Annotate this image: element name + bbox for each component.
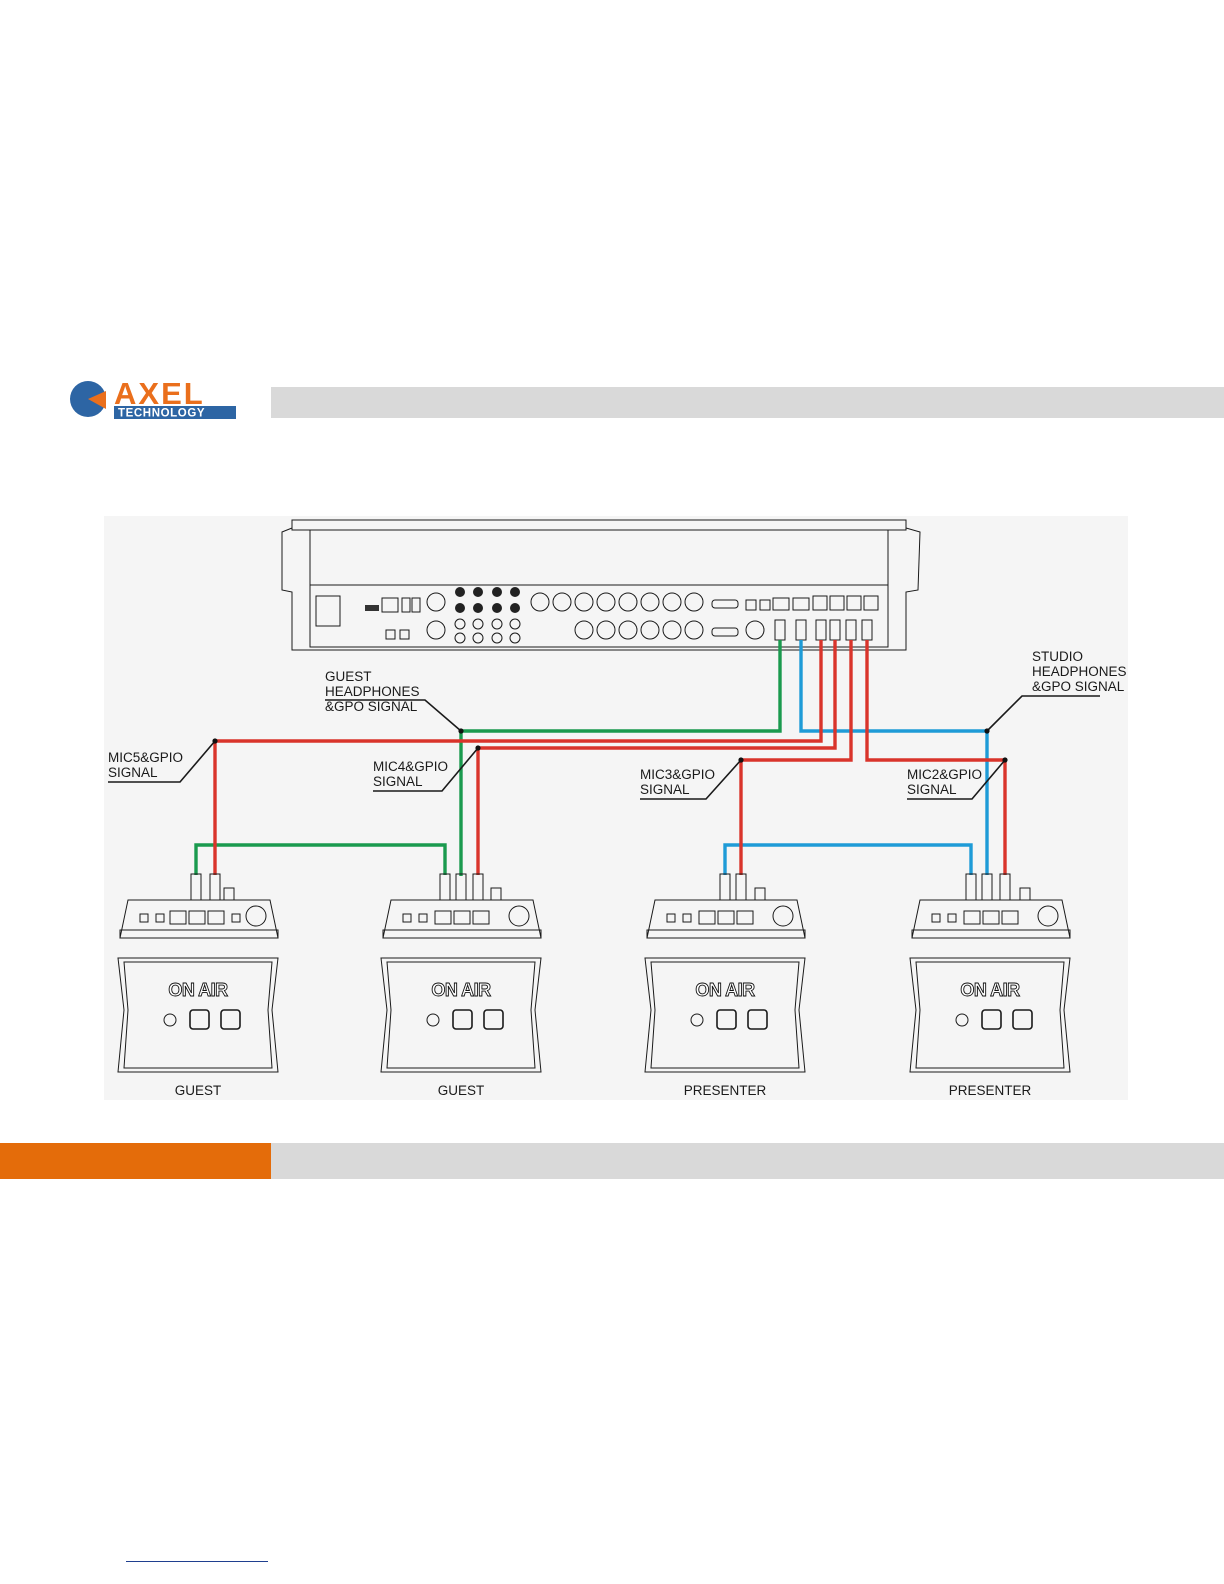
knob-icon (427, 1014, 439, 1026)
interface-unit-3: ON AIR PRESENTER (645, 874, 805, 1098)
cables (196, 640, 1005, 876)
callout-studio-headphones-line3: &GPO SIGNAL (1032, 679, 1125, 694)
callout-mic2-line2: SIGNAL (907, 782, 957, 797)
unit-label-2: GUEST (438, 1083, 485, 1098)
cable-studio-headphones-daisy (725, 845, 971, 875)
brand-subtitle: TECHNOLOGY (118, 408, 205, 420)
callout-guest-headphones-line1: GUEST (325, 669, 372, 684)
callout-studio-headphones-line2: HEADPHONES (1032, 664, 1127, 679)
brand-name: AXEL (114, 377, 205, 411)
on-air-panel-text-3: ON AIR (695, 980, 755, 1000)
on-air-button-icon (453, 1010, 472, 1029)
cable-guest-headphones (461, 640, 780, 876)
axel-logo-mark: AXEL TECHNOLOGY (68, 377, 240, 421)
callout-mic3-line1: MIC3&GPIO (640, 767, 715, 782)
on-air-button-icon (221, 1010, 240, 1029)
interface-unit-1: ON AIR GUEST (118, 874, 278, 1098)
on-air-panel-text-4: ON AIR (960, 980, 1020, 1000)
callout-mic4-line1: MIC4&GPIO (373, 759, 448, 774)
console-cable-plugs (775, 620, 872, 640)
interface-unit-4: ON AIR PRESENTER (910, 874, 1070, 1098)
callout-guest-headphones-line3: &GPO SIGNAL (325, 699, 418, 714)
axel-technology-logo: AXEL TECHNOLOGY (68, 377, 240, 421)
knob-icon (164, 1014, 176, 1026)
on-air-panel-text-2: ON AIR (431, 980, 491, 1000)
footnote-separator (126, 1561, 268, 1562)
on-air-panel-text-1: ON AIR (168, 980, 228, 1000)
footer-accent-bar (0, 1143, 271, 1179)
callout-mic4: MIC4&GPIO SIGNAL (373, 745, 481, 791)
wiring-diagram: GUEST HEADPHONES &GPO SIGNAL STUDIO HEAD… (104, 516, 1128, 1100)
cable-guest-headphones-daisy (196, 845, 445, 875)
interface-unit-2: ON AIR GUEST (381, 874, 541, 1098)
callout-mic3: MIC3&GPIO SIGNAL (640, 757, 744, 799)
callout-guest-headphones: GUEST HEADPHONES &GPO SIGNAL (325, 669, 464, 734)
callout-mic3-line2: SIGNAL (640, 782, 690, 797)
callout-mic5: MIC5&GPIO SIGNAL (108, 738, 218, 782)
unit-label-1: GUEST (175, 1083, 222, 1098)
on-air-button-icon (982, 1010, 1001, 1029)
knob-icon (956, 1014, 968, 1026)
on-air-button-icon (1013, 1010, 1032, 1029)
on-air-button-icon (190, 1010, 209, 1029)
callout-mic2-line1: MIC2&GPIO (907, 767, 982, 782)
mixer-console (282, 520, 920, 650)
cable-mic5 (215, 640, 821, 875)
header-bar (271, 387, 1224, 418)
knob-icon (691, 1014, 703, 1026)
cable-mic2 (867, 640, 1005, 875)
xlr-connector-icons (427, 587, 764, 643)
unit-label-4: PRESENTER (949, 1083, 1032, 1098)
wiring-diagram-svg: GUEST HEADPHONES &GPO SIGNAL STUDIO HEAD… (104, 516, 1128, 1100)
rj45-port-icons (746, 596, 878, 610)
footer-bar (271, 1143, 1224, 1179)
callout-mic2: MIC2&GPIO SIGNAL (907, 757, 1008, 799)
callout-studio-headphones: STUDIO HEADPHONES &GPO SIGNAL (984, 649, 1126, 734)
callout-guest-headphones-line2: HEADPHONES (325, 684, 420, 699)
unit-label-3: PRESENTER (684, 1083, 767, 1098)
cable-studio-headphones (801, 640, 987, 875)
callout-studio-headphones-line1: STUDIO (1032, 649, 1083, 664)
on-air-button-icon (484, 1010, 503, 1029)
power-inlet-icon (316, 596, 340, 626)
callout-mic5-line2: SIGNAL (108, 765, 158, 780)
on-air-button-icon (748, 1010, 767, 1029)
callout-mic4-line2: SIGNAL (373, 774, 423, 789)
on-air-button-icon (717, 1010, 736, 1029)
callout-mic5-line1: MIC5&GPIO (108, 750, 183, 765)
